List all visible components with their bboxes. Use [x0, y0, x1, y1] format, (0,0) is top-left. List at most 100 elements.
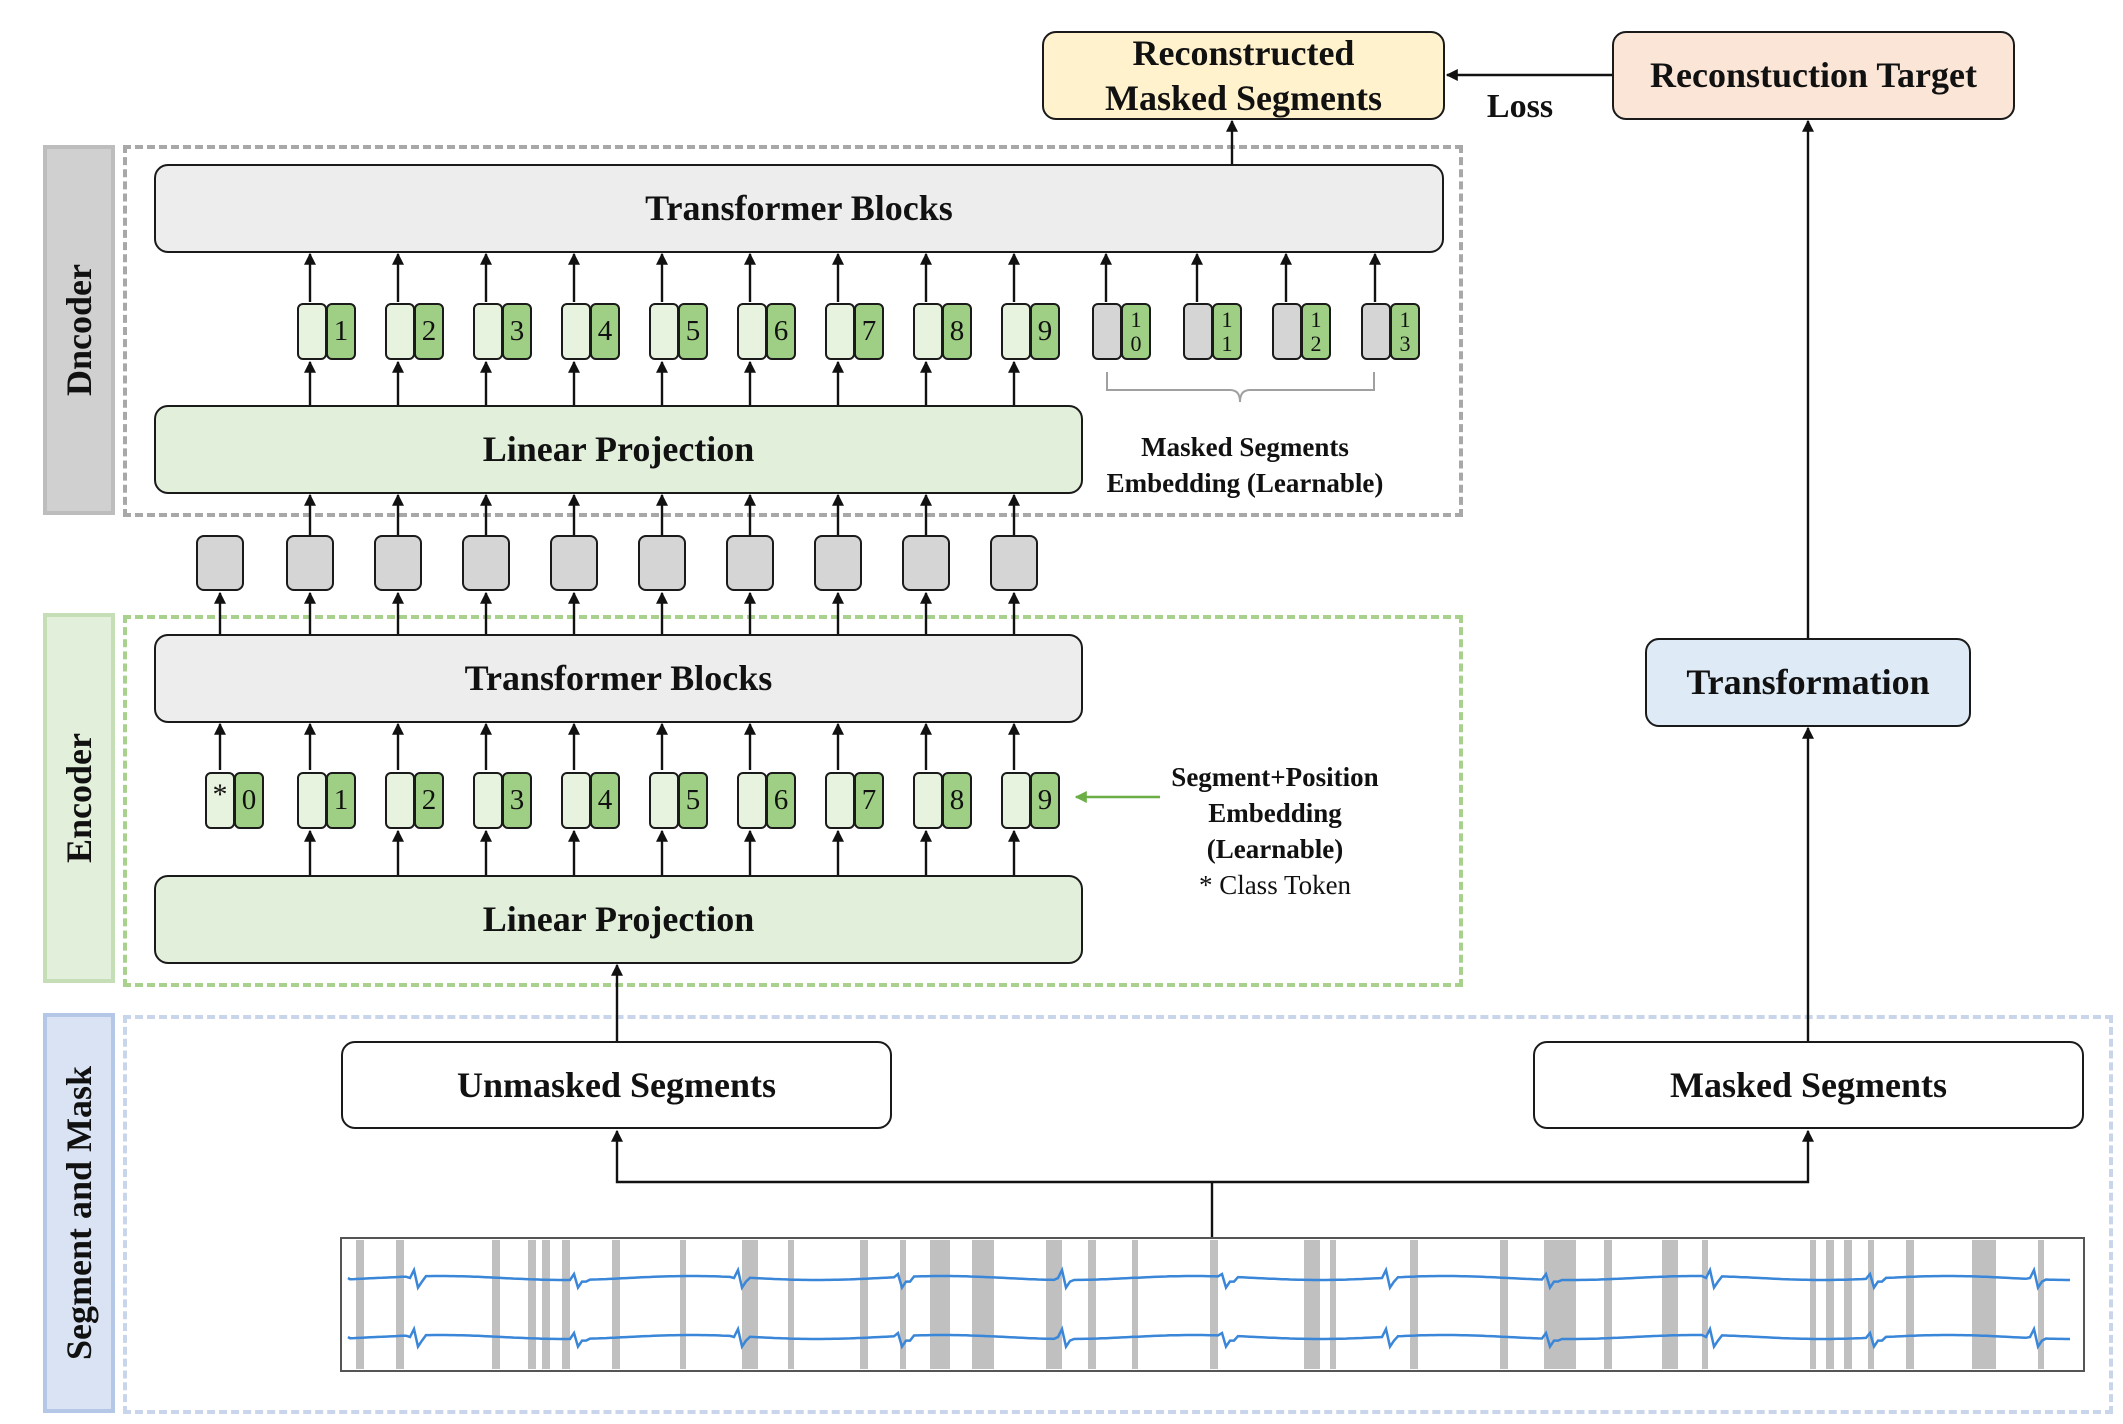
- mask-bar: [492, 1240, 500, 1369]
- mask-bar: [930, 1240, 950, 1369]
- mask-embedding: [1272, 303, 1302, 360]
- mask-bar: [680, 1240, 686, 1369]
- position-embedding: [649, 772, 679, 829]
- mask-bar: [1304, 1240, 1320, 1369]
- encoder-output-0: [196, 535, 244, 591]
- encoder-output-6: [726, 535, 774, 591]
- segment-position-embedding-label: Segment+Position Embedding (Learnable) *…: [1150, 760, 1400, 904]
- class-token-embedding: *: [205, 772, 235, 829]
- segment-mask-side-label: Segment and Mask: [43, 1013, 115, 1413]
- mask-bar: [1500, 1240, 1508, 1369]
- mask-bar: [860, 1240, 868, 1369]
- mask-bar: [542, 1240, 550, 1369]
- encoder-output-5: [638, 535, 686, 591]
- signal-trace-lower: [347, 1325, 2070, 1350]
- position-embedding: [913, 772, 943, 829]
- mask-bar: [972, 1240, 994, 1369]
- segment-embedding: 1: [326, 772, 356, 829]
- split-to-unmasked-arrow: [611, 1129, 1212, 1184]
- mask-bar: [396, 1240, 404, 1369]
- segment-mask-region: [123, 1015, 2113, 1414]
- mask-embedding: [1361, 303, 1391, 360]
- position-embedding: [1001, 303, 1031, 360]
- mask-bar: [1972, 1240, 1996, 1369]
- encoder-transformer-blocks: Transformer Blocks: [154, 634, 1083, 723]
- encoder-region: [123, 615, 1463, 987]
- mask-bar: [356, 1240, 364, 1369]
- encoder-output-7: [814, 535, 862, 591]
- encoder-output-4: [550, 535, 598, 591]
- mask-bar: [1810, 1240, 1816, 1369]
- decoder-linear-projection: Linear Projection: [154, 405, 1083, 494]
- encoder-output-9: [990, 535, 1038, 591]
- segment-embedding: 5: [678, 303, 708, 360]
- segment-embedding: 9: [1030, 772, 1060, 829]
- position-embedding: [913, 303, 943, 360]
- encoder-linear-projection: Linear Projection: [154, 875, 1083, 964]
- mask-bar: [612, 1240, 620, 1369]
- mask-embedding: [1092, 303, 1122, 360]
- segment-embedding: 5: [678, 772, 708, 829]
- mask-bar: [1906, 1240, 1914, 1369]
- masked-segments-box: Masked Segments: [1533, 1041, 2084, 1129]
- mask-bar: [1702, 1240, 1708, 1369]
- segment-embedding: 7: [854, 772, 884, 829]
- segment-embedding: 2: [414, 772, 444, 829]
- mask-bar: [900, 1240, 906, 1369]
- segment-embedding: 1: [326, 303, 356, 360]
- segment-embedding: 0: [234, 772, 264, 829]
- mask-bar: [2038, 1240, 2044, 1369]
- segment-embedding: 3: [502, 772, 532, 829]
- transformation-box: Transformation: [1645, 638, 1971, 727]
- mask-bar: [1604, 1240, 1612, 1369]
- segment-embedding: 6: [766, 303, 796, 360]
- reconstruction-target-box: Reconstuction Target: [1612, 31, 2015, 120]
- mask-bar: [1662, 1240, 1678, 1369]
- position-embedding: [737, 772, 767, 829]
- mask-bar: [1210, 1240, 1218, 1369]
- decoder-transformer-blocks: Transformer Blocks: [154, 164, 1444, 253]
- mask-bar: [1544, 1240, 1576, 1369]
- mask-bar: [1826, 1240, 1834, 1369]
- signal-trace-upper: [347, 1266, 2070, 1291]
- encoder-output-8: [902, 535, 950, 591]
- encoder-output-1: [286, 535, 334, 591]
- segment-embedding: 9: [1030, 303, 1060, 360]
- mask-bar: [1868, 1240, 1874, 1369]
- loss-label: Loss: [1486, 88, 1554, 125]
- masked-segments-embedding-label: Masked Segments Embedding (Learnable): [1106, 432, 1384, 498]
- mask-bar: [1410, 1240, 1418, 1369]
- decoder-region: [123, 145, 1463, 517]
- mask-bar: [788, 1240, 794, 1369]
- mask-bar: [742, 1240, 758, 1369]
- mask-bar: [1330, 1240, 1336, 1369]
- segment-embedding: 4: [590, 772, 620, 829]
- segment-embedding: 6: [766, 772, 796, 829]
- segment-embedding: 8: [942, 303, 972, 360]
- encoder-side-label: Encoder: [43, 613, 115, 983]
- segment-embedding: 7: [854, 303, 884, 360]
- split-to-masked-arrow: [1212, 1129, 1814, 1184]
- unmasked-segments-box: Unmasked Segments: [341, 1041, 892, 1129]
- encoder-output-3: [462, 535, 510, 591]
- mask-bar: [1844, 1240, 1852, 1369]
- encoder-output-2: [374, 535, 422, 591]
- masked-tokens-brace: [1106, 372, 1375, 403]
- mask-bar: [1088, 1240, 1096, 1369]
- segment-embedding: 8: [942, 772, 972, 829]
- mask-bar: [562, 1240, 570, 1369]
- mask-embedding: [1183, 303, 1213, 360]
- mask-bar: [1046, 1240, 1062, 1369]
- decoder-side-label: Dncoder: [43, 145, 115, 515]
- mask-bar: [1132, 1240, 1138, 1369]
- class-token-note: * Class Token: [1198, 869, 1352, 900]
- mask-bar: [528, 1240, 536, 1369]
- segment-embedding: 3: [502, 303, 532, 360]
